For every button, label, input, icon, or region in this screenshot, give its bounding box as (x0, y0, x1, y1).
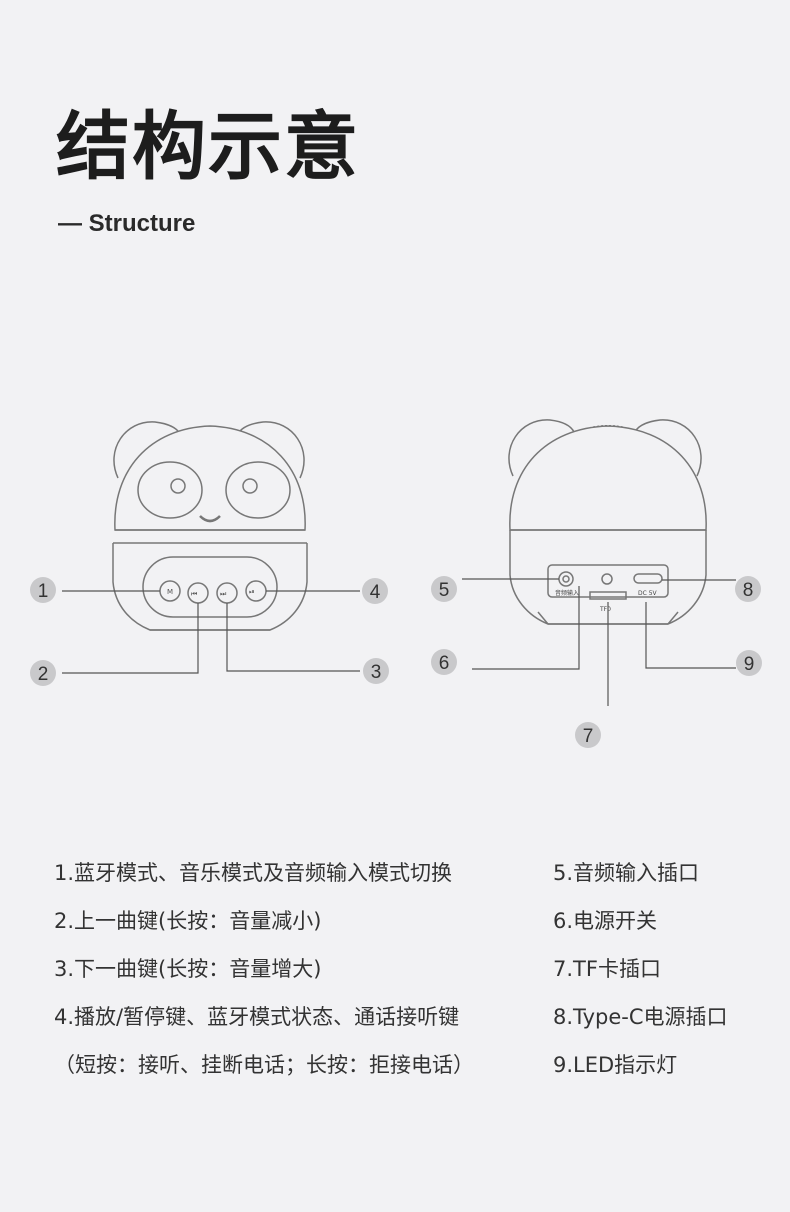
desc-2: 2.上一曲键(长按：音量减小) (54, 909, 322, 933)
next-icon: ⏭ (220, 590, 227, 598)
speaker-back-view (508, 419, 707, 625)
svg-text:8: 8 (743, 580, 754, 601)
desc-1: 1.蓝牙模式、音乐模式及音频输入模式切换 (54, 861, 453, 885)
desc-4: 4.播放/暂停键、蓝牙模式状态、通话接听键 (54, 1005, 460, 1029)
callout-8: 8 (735, 576, 761, 602)
svg-text:1: 1 (38, 581, 49, 602)
desc-5: 5.音频输入插口 (553, 861, 700, 885)
desc-3: 3.下一曲键(长按：音量增大) (54, 957, 322, 981)
speaker-front-view (112, 421, 308, 631)
callout-4: 4 (362, 578, 388, 604)
callout-2: 2 (30, 660, 56, 686)
svg-text:7: 7 (583, 726, 594, 747)
svg-text:5: 5 (439, 580, 450, 601)
desc-8: 8.Type-C电源插口 (553, 1005, 728, 1029)
mode-icon: M (167, 588, 173, 596)
desc-4-note: （短按：接听、挂断电话；长按：拒接电话） (54, 1053, 474, 1077)
svg-text:9: 9 (744, 654, 755, 675)
callout-1: 1 (30, 577, 56, 603)
tf-slot (589, 591, 627, 600)
power-switch (601, 573, 613, 585)
audio-in-label: 音频输入 (555, 589, 579, 597)
structure-diagram: M ⏮ ⏭ ⏯ 音频输入 DC 5V TF0 (30, 419, 762, 748)
page-title: 结构示意 (56, 104, 360, 190)
svg-text:3: 3 (371, 662, 382, 683)
desc-9: 9.LED指示灯 (553, 1053, 678, 1077)
callout-3: 3 (363, 658, 389, 684)
desc-7: 7.TF卡插口 (553, 957, 661, 981)
callout-7: 7 (575, 722, 601, 748)
play-icon: ⏯ (249, 588, 255, 596)
callout-markers: 1 4 2 3 5 8 6 9 7 (30, 576, 762, 748)
tf-label: TF0 (599, 606, 611, 613)
callout-6: 6 (431, 649, 457, 675)
callout-9: 9 (736, 650, 762, 676)
dc-label: DC 5V (638, 590, 658, 597)
desc-6: 6.电源开关 (553, 909, 658, 933)
svg-text:4: 4 (370, 582, 381, 603)
svg-text:2: 2 (38, 664, 49, 685)
callout-5: 5 (431, 576, 457, 602)
prev-icon: ⏮ (191, 590, 197, 598)
page-subtitle: — Structure (58, 210, 196, 237)
audio-in-port (558, 571, 574, 587)
svg-text:6: 6 (439, 653, 450, 674)
type-c-port (633, 573, 663, 584)
